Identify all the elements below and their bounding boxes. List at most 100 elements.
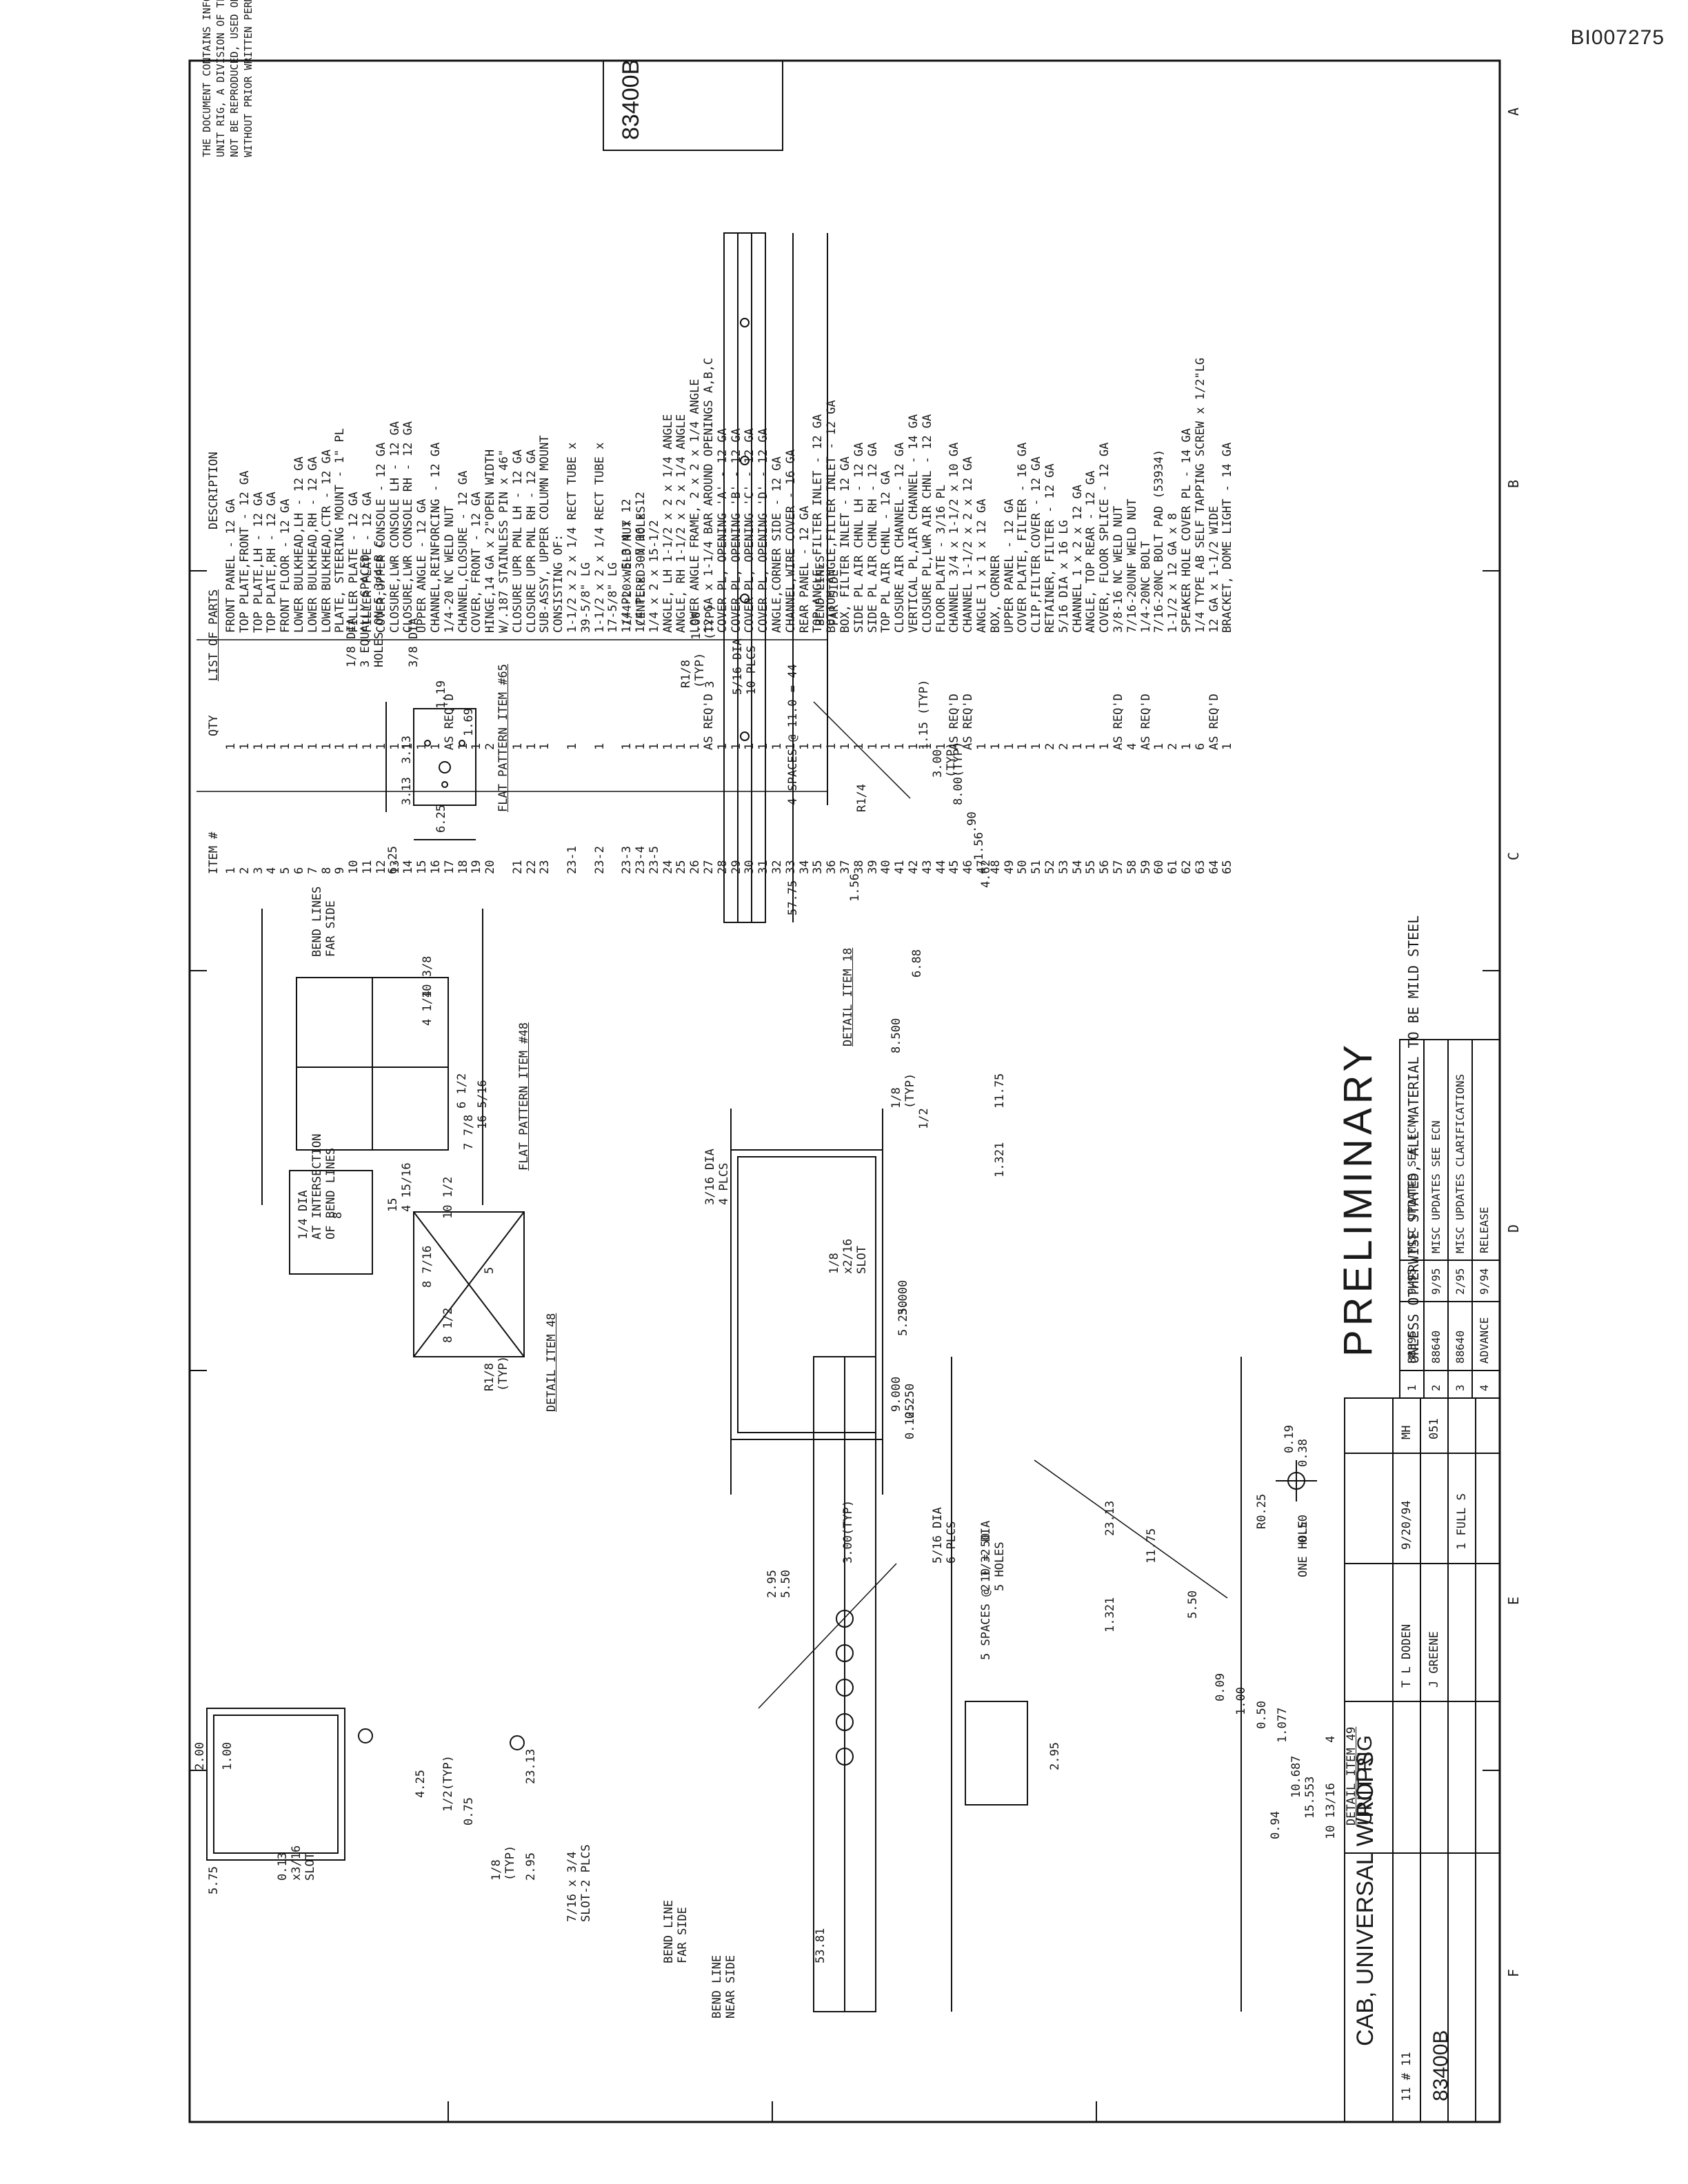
slot-d4: 11.75 — [993, 1073, 1007, 1109]
slot-d8: 5.250 — [896, 1300, 910, 1336]
part-desc: LOWER BULKHEAD,CTR - 12 GA — [319, 449, 334, 633]
title-block-checked-by: J GREENE — [1427, 1631, 1441, 1688]
detail49-d17: 5 SPACES @ 10 = 50 — [979, 1533, 993, 1660]
part-item: 27 — [702, 860, 716, 874]
flat48-d2: 4 1/4 — [421, 990, 434, 1026]
part-item: 38 — [852, 860, 866, 874]
part-desc: ANGLE, LH 1-1/2 x 2 x 1/4 ANGLE — [661, 414, 675, 633]
part-item: 41 — [893, 860, 907, 874]
detail49-bend-far: BEND LINE — [662, 1899, 676, 1963]
part-desc: CHANNEL,CLOSURE - 12 GA — [456, 470, 470, 633]
flat48-bend: BEND LINES — [310, 886, 324, 957]
part-desc: SPEAKER HOLE COVER PL - 14 GA — [1180, 428, 1194, 633]
revision-description: MISC UPDATES SEE ECN — [1429, 1120, 1443, 1253]
part-item: 18 — [456, 860, 470, 874]
part-qty: 1 — [1098, 742, 1112, 750]
revision-description: MISC UPDATES SEE ECN — [1405, 1120, 1418, 1253]
part-item: 50 — [1016, 860, 1030, 874]
detail18-overall: 57.75 — [786, 880, 800, 916]
part-item: 37 — [838, 860, 852, 874]
part-qty: 1 — [361, 742, 374, 750]
detail18-bend: BEND LINES — [814, 555, 827, 626]
part-qty: 1 — [852, 742, 866, 750]
part-qty: 1 — [592, 742, 607, 750]
detail49-d27: 53.81 — [814, 1928, 827, 1963]
part-desc: LOWER BULKHEAD,RH - 12 GA — [305, 456, 320, 633]
part-desc: COVER PLATE, FILTER - 16 GA — [1016, 442, 1030, 633]
detail49-d30: 15.553 — [1303, 1776, 1317, 1819]
proprietary-notice-line-2: UNIT RIG, A DIVISION OF TEREX CORPORATIO… — [214, 0, 228, 157]
preliminary-stamp: PRELIMINARY — [1336, 1040, 1380, 1357]
part-qty: 1 — [237, 742, 252, 750]
part-item: 2 — [237, 867, 252, 874]
part-desc: CLOSURE,LWR CONSOLE RH - 12 GA — [401, 421, 416, 633]
part-desc: CLOSURE,LWR CONSOLE LH - 12 GA — [388, 421, 402, 633]
part-qty: 1 — [1029, 742, 1044, 750]
part-qty: 1 — [893, 742, 907, 750]
part-qty: 1 — [1180, 742, 1194, 750]
part-item: 46 — [961, 860, 976, 874]
detail18-spacing: 4 SPACES @ 11.0 = 44 — [786, 664, 800, 805]
part-desc: 1-1/2 x 12 GA x 8 — [1166, 513, 1180, 633]
detail49-d26: 2.95 — [1048, 1742, 1062, 1770]
proprietary-notice-line-4: WITHOUT PRIOR WRITTEN PERMISSION OF UNIT… — [242, 0, 254, 157]
detail18-r2: R1/4 — [855, 784, 869, 812]
part-item: 4 — [265, 867, 279, 874]
slot-d1: 8.500 — [890, 1018, 903, 1053]
part-desc: SIDE PL AIR CHNL LH - 12 GA — [852, 442, 866, 633]
flat-pattern-48-shape — [261, 909, 483, 1205]
part-qty: 1 — [811, 742, 825, 750]
part-item: 58 — [1125, 860, 1139, 874]
detail48-rb: (TYP) — [496, 1355, 510, 1391]
part-qty: 1 — [1070, 742, 1085, 750]
detail49-d11: 7/16 x 3/4 — [565, 1851, 579, 1922]
part-item: 9 — [333, 867, 348, 874]
part-qty: 1 — [715, 742, 730, 750]
part-item: 33 — [783, 860, 798, 874]
detail49-bend-near2: NEAR SIDE — [724, 1954, 738, 2019]
part-desc: COVER PL, OPENING 'C' - 12 GA — [743, 428, 757, 633]
detail18-d1b: (TYP) — [703, 604, 717, 640]
part-qty: 4 — [1125, 742, 1139, 750]
part-desc: TOP PLATE,RH - 12 GA — [265, 492, 279, 633]
part-qty: 1 — [1220, 742, 1235, 750]
part-qty: AS REQ'D — [1207, 694, 1221, 750]
detail18-d5: .90 — [965, 811, 979, 833]
detail49-d12: 2.95 — [765, 1570, 779, 1598]
detail49-d25: 1.077 — [1276, 1707, 1289, 1743]
part-desc: LOWER ANGLE FRAME, 2 x 2 x 1/4 ANGLE — [688, 378, 703, 633]
part-item: 5 — [279, 867, 293, 874]
part-item: 32 — [770, 860, 784, 874]
detail49-d6: 23.13 — [524, 1748, 538, 1784]
detail48-d3: 5 — [483, 1266, 496, 1274]
flat65-d4: 6.25 — [386, 846, 400, 874]
part-item: 6 — [292, 867, 306, 874]
part-desc: 17-5/8" LG — [606, 562, 621, 633]
detail49-d32: 4 — [1324, 1735, 1338, 1743]
part-item: 53 — [1056, 860, 1071, 874]
part-qty: 1 — [729, 742, 743, 750]
part-desc: 1/4-20 NC WELD NUT — [442, 505, 456, 633]
part-item: 29 — [729, 860, 743, 874]
part-desc: COVER PL, OPENING 'D' - 12 GA — [756, 428, 771, 633]
part-item: 44 — [934, 860, 948, 874]
detail49-d15b: 6 PLCS — [945, 1521, 958, 1564]
part-desc: 7/16-20UNF WELD NUT — [1125, 498, 1139, 633]
part-qty: 6 — [1193, 742, 1207, 750]
revision-date: 9/94 — [1478, 1268, 1491, 1295]
flat48-bend2: FAR SIDE — [324, 900, 338, 957]
part-qty: 1 — [470, 742, 484, 750]
revision-ecn: 88895 — [1405, 1330, 1418, 1364]
zone-letter: D — [1505, 1224, 1522, 1233]
part-item: 49 — [1002, 860, 1016, 874]
detail48-d2: 10 1/2 — [441, 1176, 455, 1219]
part-item: 57 — [1112, 860, 1125, 874]
detail18-d4: 8.00(TYP) — [952, 741, 965, 805]
detail18-r1: R1/8 — [679, 660, 693, 688]
flat65-dia: 3/8 DIA — [407, 618, 421, 667]
flat65-d3: 6.25 — [434, 805, 448, 833]
part-desc: ANGLE, TOP REAR - 12 GA — [1084, 470, 1098, 633]
part-desc: CLOSURE PL,LWR AIR CHNL - 12 GA — [920, 414, 934, 633]
parts-list-title: LIST OF PARTS — [207, 589, 221, 681]
part-item: 8 — [319, 867, 334, 874]
